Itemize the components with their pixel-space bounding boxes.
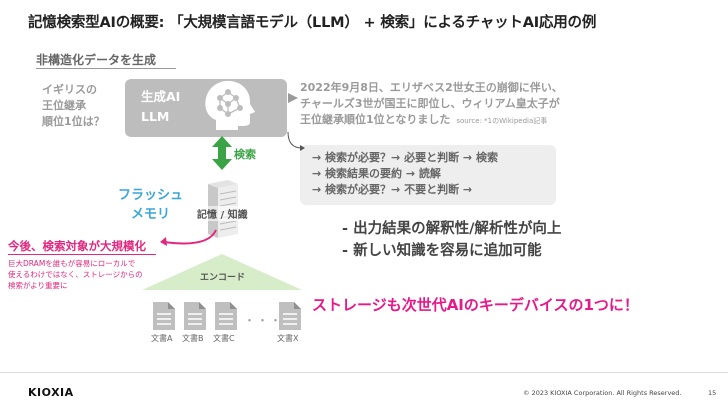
result-line: - 新しい知識を容易に追加可能 [342,243,542,259]
answer-line-text: 王位継承順位1位となりました [300,113,451,126]
note-line: 巨大DRAMを誰もが容易にローカルで [8,259,136,268]
llm-label-line1: 生成AI [141,89,181,104]
answer-line: チャールズ3世が国王に即位し、ウィリアム皇太子が [300,97,560,110]
document-icon [215,302,237,330]
steps-text: → 検索が必要？→ 必要と判断 → 検索 → 検索結果の要約 → 読解 → 検索… [312,150,498,198]
document-icon [279,302,301,330]
connector-icon [287,132,305,151]
highlight-message: ストレージも次世代AIのキーデバイスの1つに！ [312,296,639,314]
result-line: - 出力結果の解釈性/解析性が向上 [342,221,562,237]
step-line: → 検索が必要？→ 必要と判断 → 検索 [312,151,498,164]
question-line: 順位1位は？ [42,115,105,128]
document-label: 文書C [213,334,235,343]
flash-line: フラッシュ [118,188,184,203]
answer-text: 2022年9月8日、エリザベス2世女王の崩御に伴い、 チャールズ3世が国王に即位… [300,80,563,129]
future-label: 今後、検索対象が大規模化 [8,239,146,253]
memory-knowledge-label: 記憶 / 知識 [196,206,249,221]
document-label: 文書X [277,334,299,343]
llm-label: 生成AI LLM [141,87,180,127]
source-note: source: *1のWikipedia記事 [456,117,548,125]
question-line: イギリスの [42,83,97,96]
steps-box [300,145,556,205]
ai-head-icon [205,80,255,130]
document-label: 文書A [151,334,173,343]
kioxia-logo: KIOXIA [28,386,74,399]
encode-triangle [142,254,302,290]
document-label: 文書B [182,334,204,343]
question-text: イギリスの 王位継承 順位1位は？ [42,82,105,130]
answer-line: 2022年9月8日、エリザベス2世女王の崩御に伴い、 [300,81,563,94]
arrow-right-icon [288,93,298,103]
note-line: 使えるわけではなく、ストレージからの [8,270,143,279]
step-line: → 検索が必要？→ 不要と判断 → [312,183,473,196]
flash-line: メモリ [131,207,171,222]
updown-arrow-icon [212,136,232,170]
flash-memory-label: フラッシュ メモリ [118,186,183,224]
future-note: 巨大DRAMを誰もが容易にローカルで 使えるわけではなく、ストレージからの 検索… [8,258,143,291]
slide-title: 記憶検索型AIの概要: 「大規模言語モデル（LLM） + 検索」によるチャットA… [28,15,597,31]
document-icon [184,302,206,330]
search-label: 検索 [234,148,256,161]
footer-divider [0,372,728,373]
step-line: → 検索結果の要約 → 読解 [312,167,441,180]
document-icon [153,302,175,330]
llm-label-line2: LLM [141,109,170,124]
page-number: 15 [708,389,717,397]
question-line: 王位継承 [42,99,86,112]
result-text: - 出力結果の解釈性/解析性が向上 - 新しい知識を容易に追加可能 [342,218,561,262]
note-line: 検索がより重要に [8,281,68,290]
answer-line: 王位継承順位1位となりました source: *1のWikipedia記事 [300,112,563,129]
copyright: © 2023 KIOXIA Corporation. All Rights Re… [523,389,682,397]
encode-label: エンコード [200,273,246,283]
subtitle-underline [36,68,176,69]
future-underline [8,254,156,255]
curved-arrow-icon [160,229,217,246]
section-subtitle: 非構造化データを生成 [36,53,157,67]
